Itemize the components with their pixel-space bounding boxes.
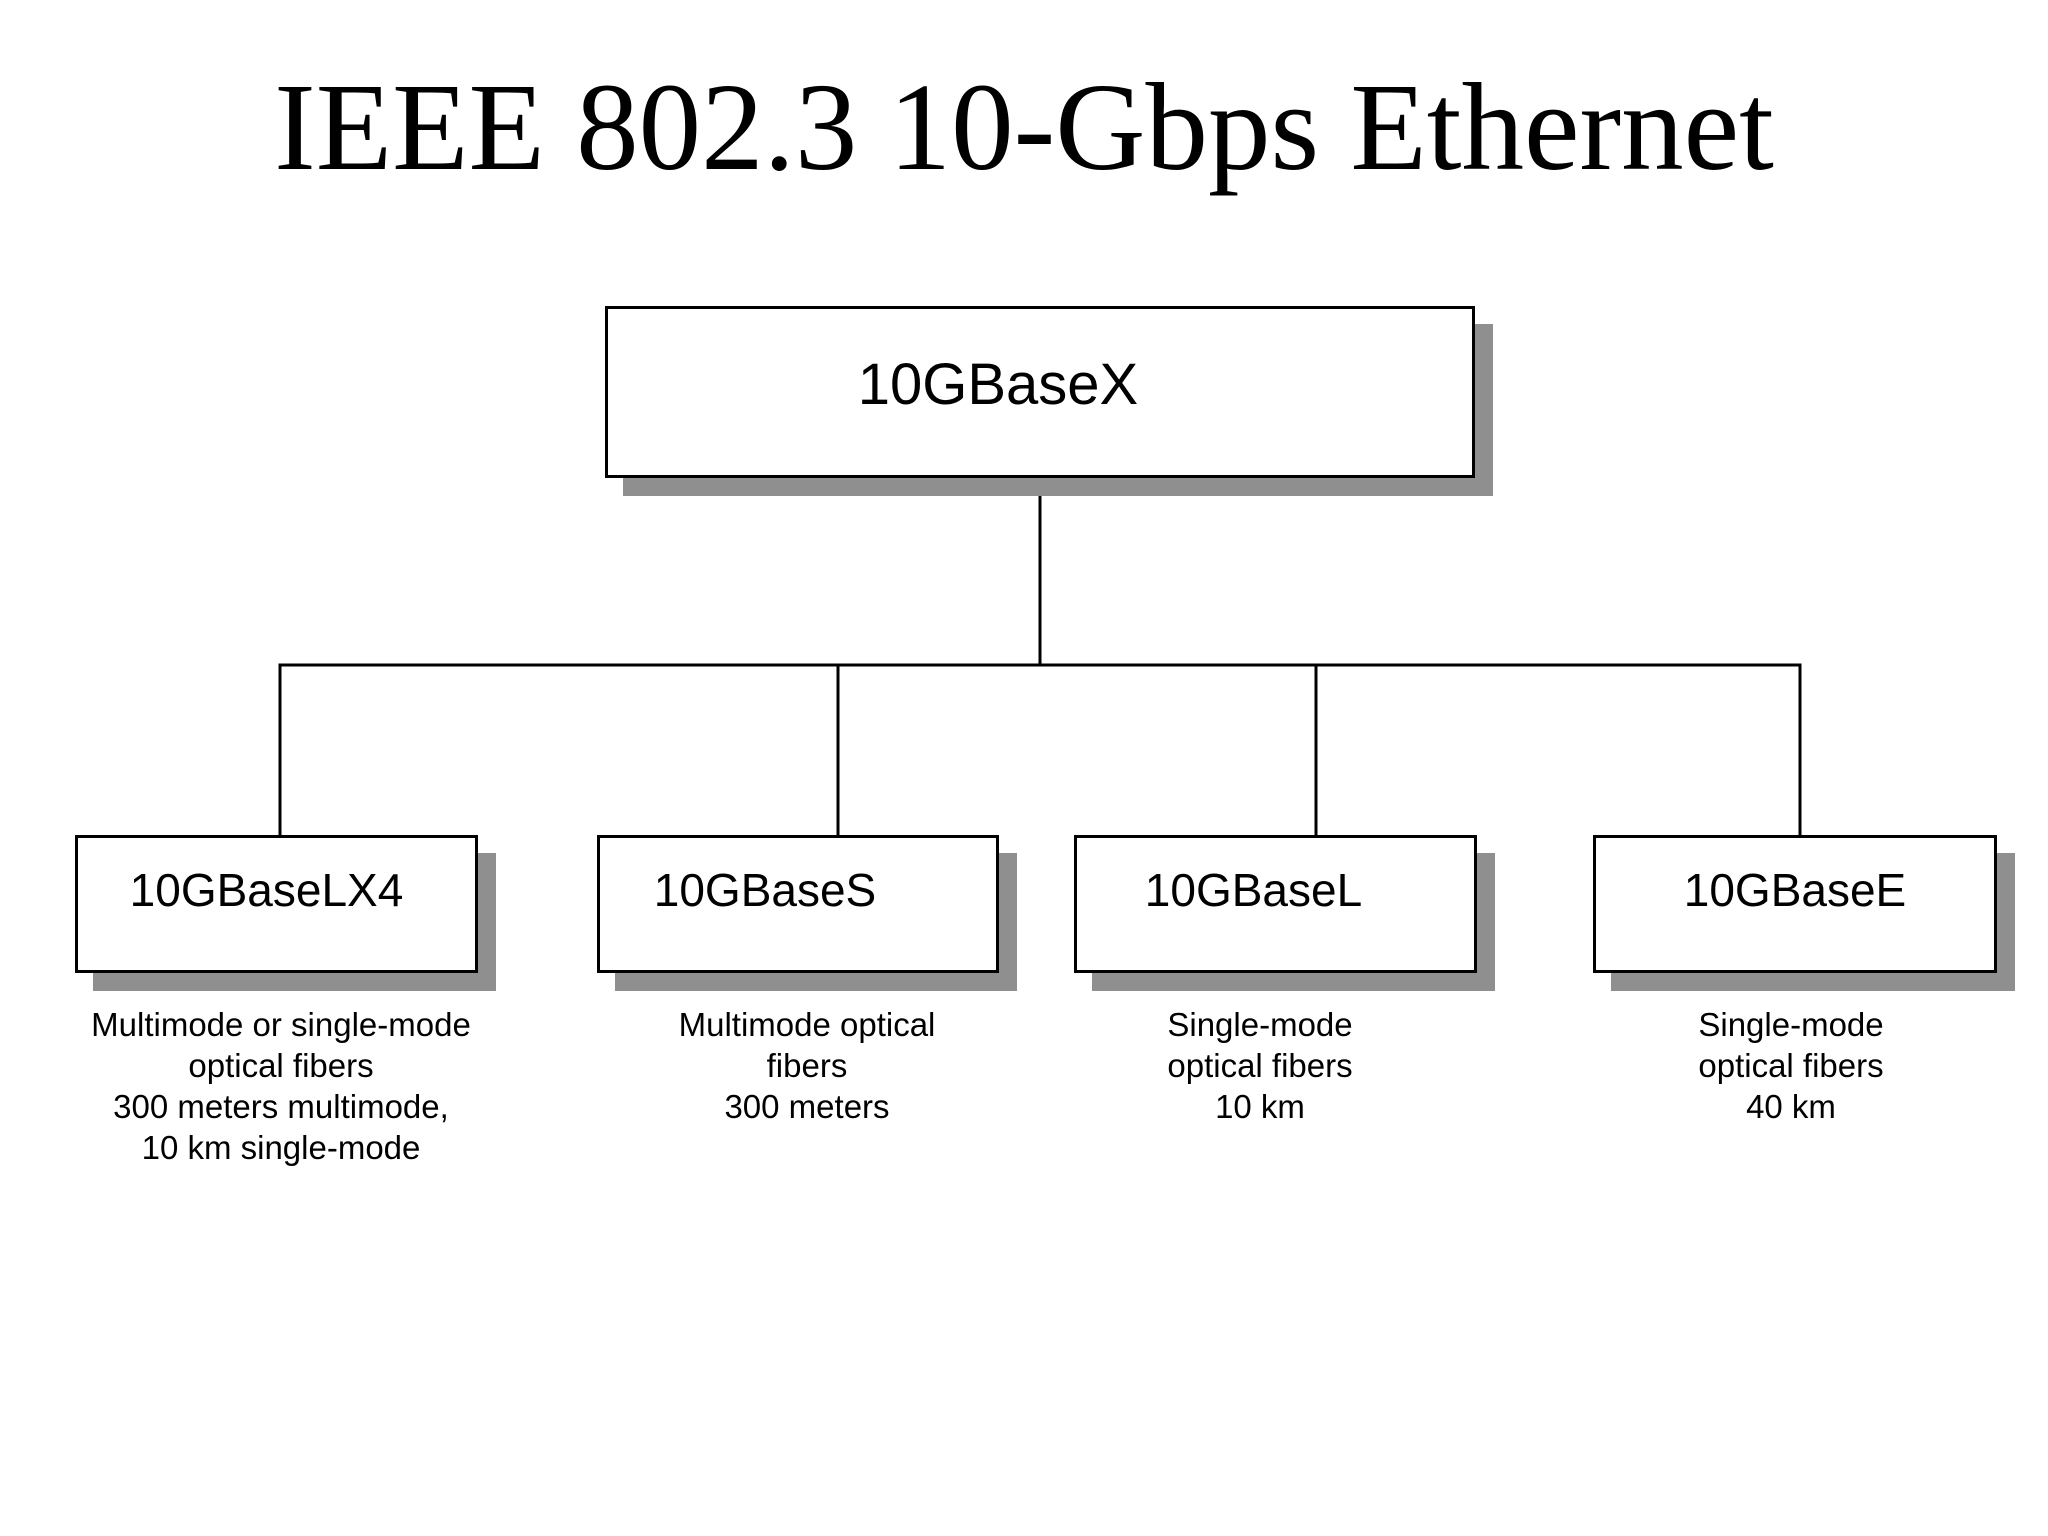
node-box-10gbases: 10GBaseS [597,835,999,973]
description-line: 300 meters multimode, [113,1088,449,1125]
slide-title: IEEE 802.3 10-Gbps Ethernet [274,59,1774,197]
description-line: 300 meters [724,1088,890,1125]
node-label-10gbasel: 10GBaseL [1144,864,1363,916]
node-description-10gbases: Multimode optical fibers 300 meters [527,1004,1087,1127]
node-box-10gbasee: 10GBaseE [1593,835,1997,973]
description-line: optical fibers [1167,1047,1353,1084]
description-line: 10 km single-mode [141,1129,421,1166]
node-box-10gbasel: 10GBaseL [1074,835,1477,973]
description-line: 10 km [1215,1088,1305,1125]
node-box-10gbasex: 10GBaseX [605,306,1475,478]
node-description-10gbaselx4: Multimode or single-mode optical fibers … [1,1004,561,1168]
description-line: Multimode optical [678,1006,936,1043]
node-box-10gbaselx4: 10GBaseLX4 [75,835,478,973]
description-line: Multimode or single-mode [91,1006,471,1043]
node-description-10gbasee: Single-mode optical fibers 40 km [1511,1004,2048,1127]
description-line: 40 km [1746,1088,1836,1125]
node-label-10gbasex: 10GBaseX [857,352,1139,417]
description-line: optical fibers [188,1047,374,1084]
node-label-10gbasee: 10GBaseE [1683,864,1907,916]
node-description-10gbasel: Single-mode optical fibers 10 km [980,1004,1540,1127]
node-label-10gbases: 10GBaseS [653,864,877,916]
description-line: fibers [766,1047,848,1084]
description-line: Single-mode [1167,1006,1353,1043]
node-label-10gbaselx4: 10GBaseLX4 [129,864,404,916]
description-line: optical fibers [1698,1047,1884,1084]
description-line: Single-mode [1698,1006,1884,1043]
